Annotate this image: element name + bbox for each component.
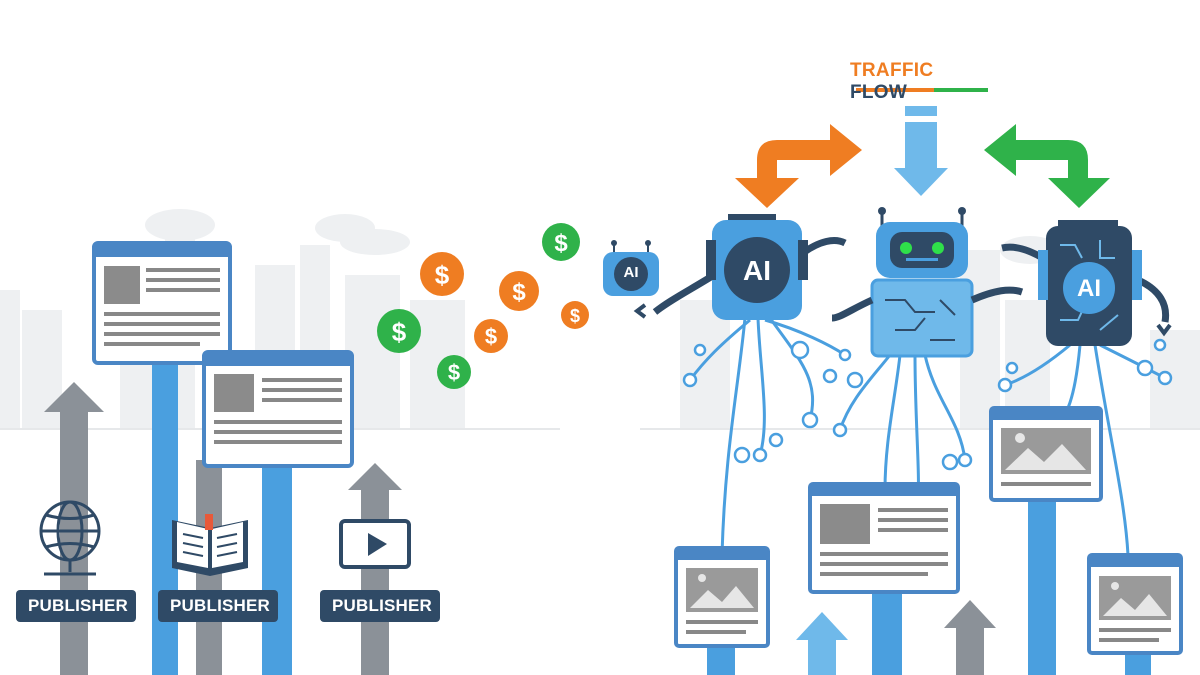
blue-pillar xyxy=(262,462,292,675)
blue-pillar xyxy=(1125,652,1151,675)
svg-text:$: $ xyxy=(448,360,460,385)
traffic-word: TRAFFIC xyxy=(850,60,934,81)
upward-arrow xyxy=(944,600,996,675)
publisher-badge: PUBLISHER xyxy=(16,590,136,622)
circuit-connections xyxy=(688,317,1166,556)
flow-word: FLOW xyxy=(850,82,908,103)
upward-arrow xyxy=(796,612,848,675)
article-window xyxy=(92,241,232,365)
image-window xyxy=(1087,553,1183,655)
blue-pillar xyxy=(1028,500,1056,675)
ai-robot-right xyxy=(1001,220,1172,346)
upward-arrow xyxy=(44,382,104,675)
image-window xyxy=(674,546,770,648)
traffic-flow-title: TRAFFIC FLOW xyxy=(850,60,990,104)
dollar-coin-icon: $ xyxy=(474,319,508,353)
blue-pillar xyxy=(152,355,178,675)
green-curved-arrow xyxy=(984,124,1110,208)
dollar-coin-icon: $ xyxy=(437,355,471,389)
globe-icon xyxy=(39,500,101,576)
svg-text:$: $ xyxy=(512,279,526,306)
dollar-coin-icon: $ xyxy=(420,252,464,296)
ai-label-small: AI xyxy=(623,264,639,281)
dollar-coin-icon: $ xyxy=(542,223,580,261)
dollar-coin-icon: $ xyxy=(377,309,421,353)
publisher-badge: PUBLISHER xyxy=(158,590,278,622)
ai-label-robot-left: AI xyxy=(743,255,771,286)
ai-label-robot-right: AI xyxy=(1077,275,1101,302)
traffic-flow-underline xyxy=(856,88,988,92)
article-window xyxy=(808,482,960,594)
orange-curved-arrow xyxy=(735,124,862,208)
image-window xyxy=(989,406,1103,502)
svg-text:$: $ xyxy=(435,260,450,290)
ai-robot-left xyxy=(633,214,847,320)
dollar-coin-icon: $ xyxy=(561,301,589,329)
article-window xyxy=(202,350,354,468)
dollar-coin-icon: $ xyxy=(499,271,539,311)
open-book-icon xyxy=(172,514,248,576)
publisher-badge: PUBLISHER xyxy=(320,590,440,622)
down-arrow xyxy=(894,106,948,196)
svg-text:$: $ xyxy=(485,324,497,349)
svg-text:$: $ xyxy=(392,317,407,347)
blue-pillar xyxy=(872,590,902,675)
svg-text:$: $ xyxy=(570,306,580,326)
circuit-nodes xyxy=(682,338,1173,471)
svg-text:$: $ xyxy=(554,230,568,257)
video-play-icon xyxy=(339,519,411,569)
small-ai-robot xyxy=(603,240,659,296)
ai-robot-center xyxy=(831,207,1024,358)
